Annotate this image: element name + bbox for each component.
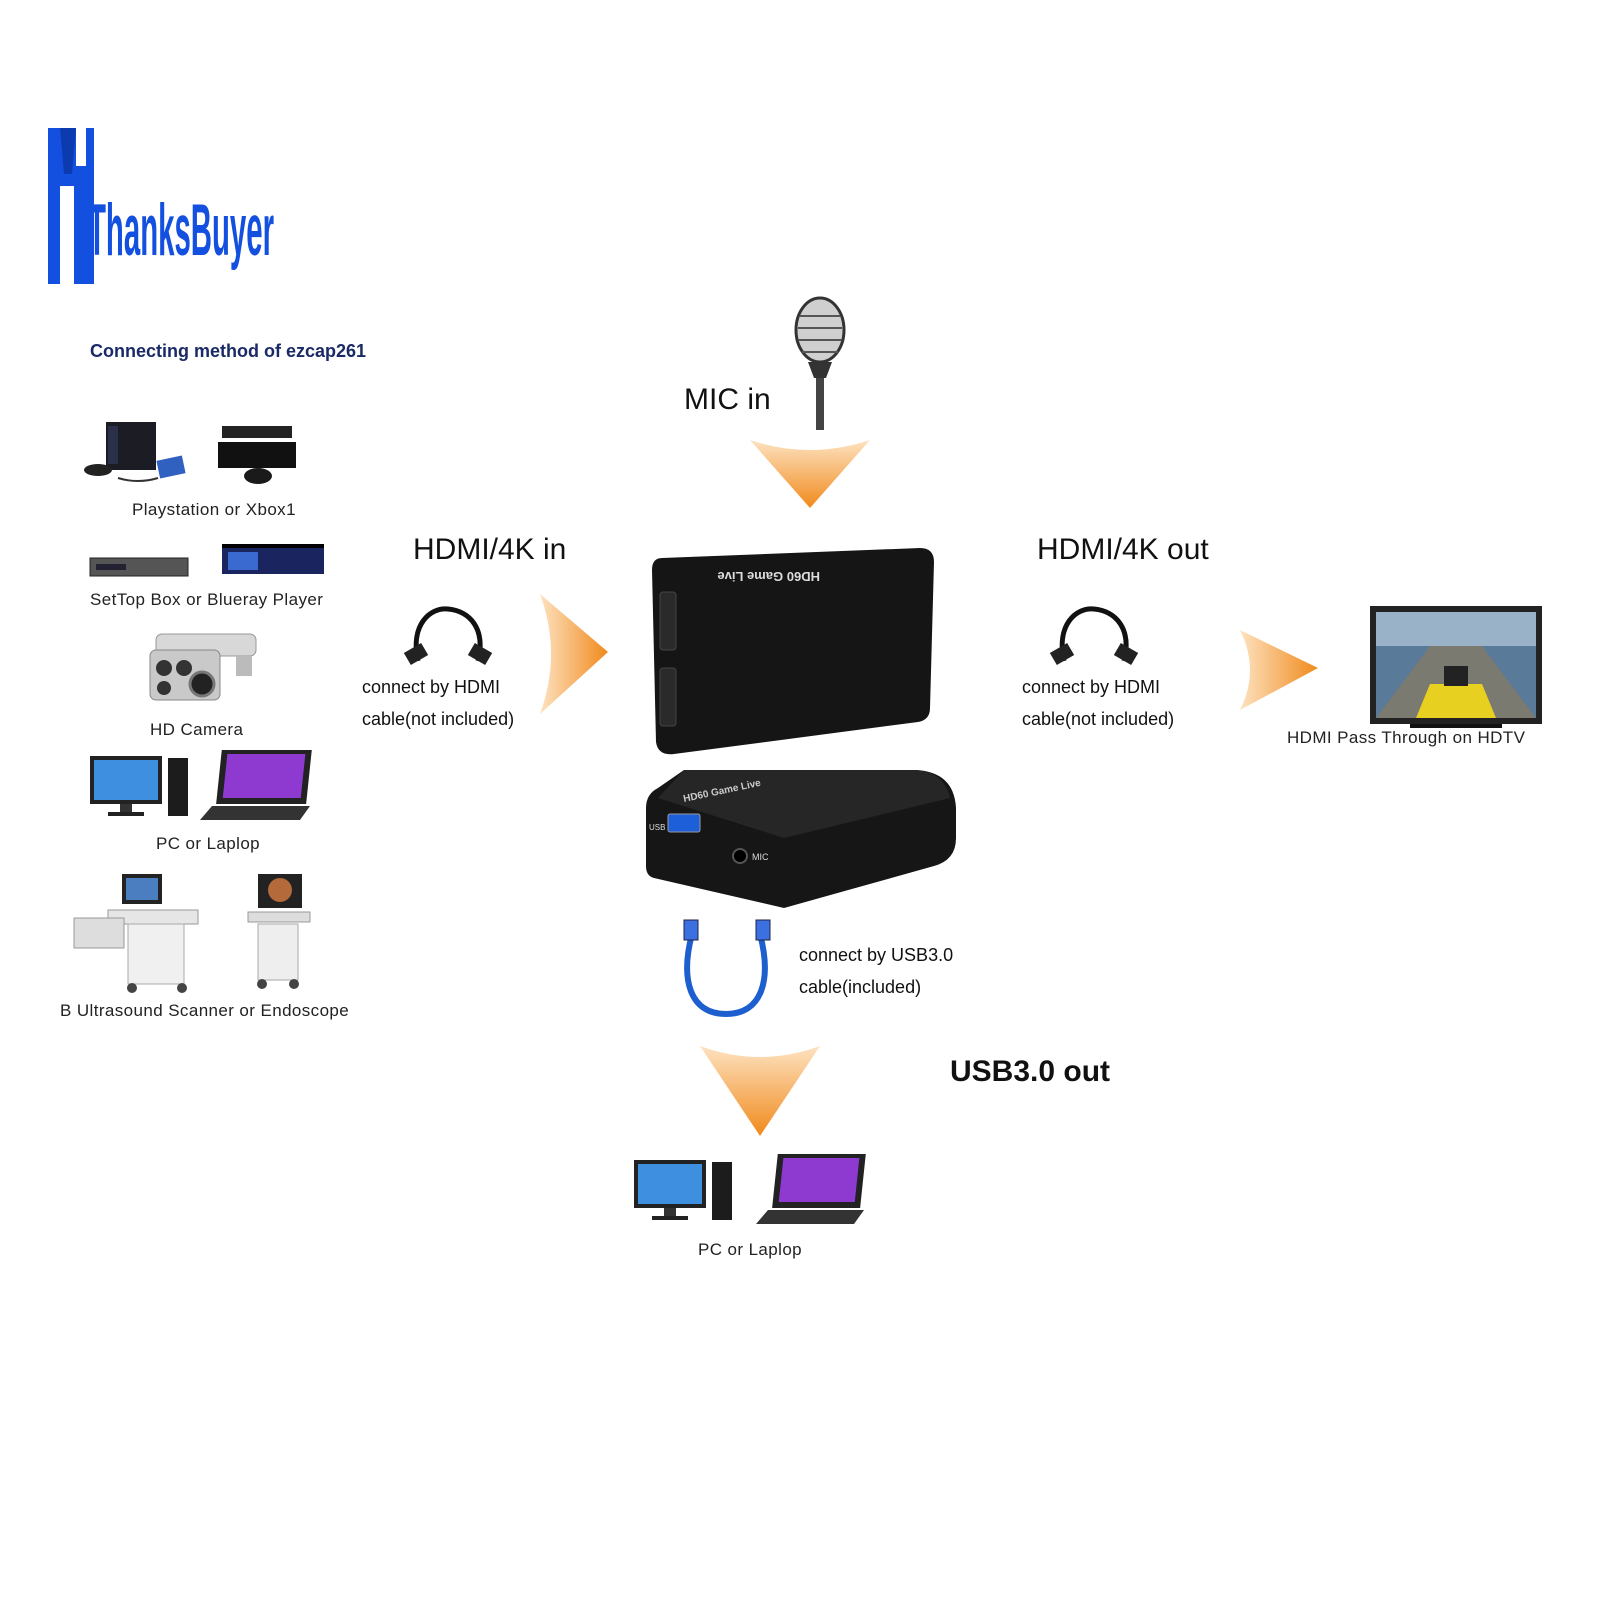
- usb-note-1: connect by USB3.0: [799, 945, 954, 965]
- hdmi-out-label: HDMI/4K out: [1037, 533, 1209, 566]
- medical-cart-icon: [72, 870, 322, 1000]
- output-desktop-laptop-icon: [632, 1152, 872, 1232]
- hdmi-cable-out-icon: [1046, 605, 1141, 670]
- capture-device-side: HD60 Game Live USB MIC: [644, 768, 964, 912]
- hdmi-cable-in-icon: [400, 605, 495, 670]
- source-label-medical: B Ultrasound Scanner or Endoscope: [60, 1001, 350, 1020]
- source-label-console: Playstation or Xbox1: [132, 500, 296, 519]
- hdtv-label: HDMI Pass Through on HDTV: [1287, 728, 1526, 747]
- output-pc-label: PC or Laplop: [698, 1240, 803, 1259]
- arrow-down-mic-icon: [750, 440, 870, 510]
- capture-device-front: HD60 Game Live: [650, 548, 940, 758]
- device-top-text: HD60 Game Live: [717, 569, 820, 584]
- settop-box-icon: [88, 540, 328, 590]
- security-camera-icon: [136, 628, 266, 708]
- arrow-down-usb-icon: [700, 1046, 820, 1138]
- microphone-icon: [790, 296, 850, 436]
- game-console-icon: [78, 420, 308, 492]
- hdmi-in-note-2: cable(not included): [362, 709, 515, 729]
- desktop-laptop-icon: [88, 748, 318, 826]
- page-title: Connecting method of ezcap261: [90, 341, 367, 361]
- usb-note-2: cable(included): [799, 977, 922, 997]
- source-label-pc: PC or Laplop: [156, 834, 261, 853]
- hdmi-in-note-1: connect by HDMI: [362, 677, 501, 697]
- usb-cable-icon: [680, 919, 776, 1020]
- hdmi-out-note-1: connect by HDMI: [1022, 677, 1161, 697]
- usb-port-icon: [667, 813, 701, 833]
- usb-out-label: USB3.0 out: [950, 1055, 1111, 1088]
- logo-text: ThanksBuyer: [88, 189, 274, 271]
- mic-port-icon: [732, 848, 748, 864]
- mic-in-label: MIC in: [684, 383, 771, 416]
- mic-port-label: MIC: [752, 852, 769, 862]
- source-label-settop: SetTop Box or Blueray Player: [90, 590, 324, 609]
- logo-mark-icon: ThanksBuyer: [48, 128, 274, 284]
- arrow-right-hdmi-in-icon: [540, 594, 610, 714]
- hdmi-in-label: HDMI/4K in: [413, 533, 567, 566]
- source-label-camera: HD Camera: [150, 720, 244, 739]
- brand-logo: ThanksBuyer: [46, 126, 276, 286]
- arrow-right-hdmi-out-icon: [1240, 630, 1320, 710]
- usb-port-label: USB: [649, 823, 665, 832]
- hdtv-icon: [1370, 606, 1542, 728]
- hdmi-out-note-2: cable(not included): [1022, 709, 1175, 729]
